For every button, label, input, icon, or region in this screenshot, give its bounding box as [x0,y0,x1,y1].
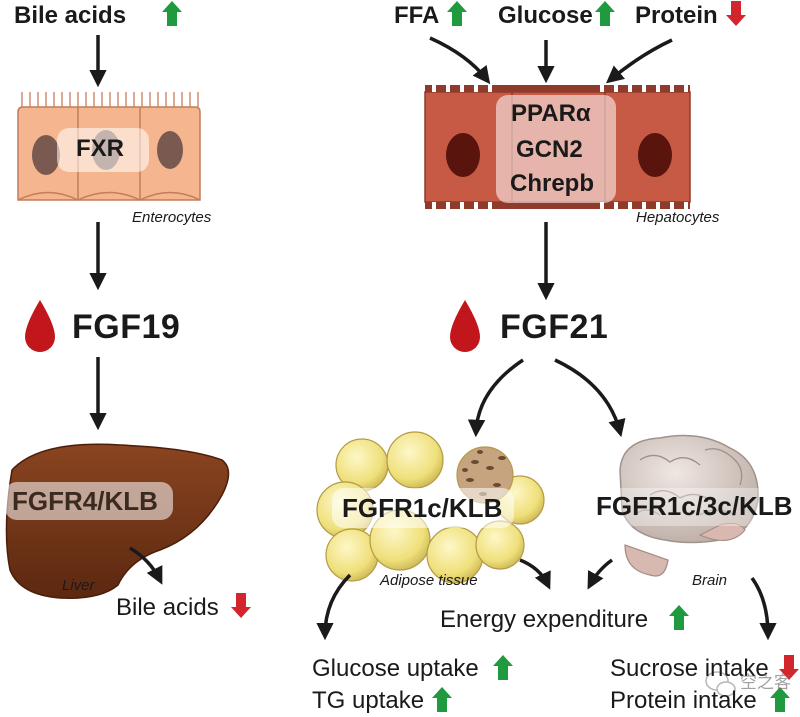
glucose-uptake-label: Glucose uptake [312,655,479,682]
bile-acids-output: Bile acids [116,594,219,621]
wechat-icon [705,671,736,697]
up-arrow-icon [595,1,615,26]
blood-drop-icon [25,300,55,352]
fgf19-label: FGF19 [72,308,181,346]
fgfr1c-klb-label: FGFR1c/KLB [342,493,503,523]
fgfr4-klb-label: FGFR4/KLB [12,486,158,516]
up-arrow-icon [770,687,790,712]
liver-label: Liver [62,577,95,594]
indicator-arrows [162,1,799,712]
liver-receptor-panel [5,482,173,520]
fxr-label: FXR [76,135,124,162]
fgfr1c-3c-klb-label: FGFR1c/3c/KLB [596,491,793,521]
factor-ppara: PPARα [511,100,591,127]
factor-gcn2: GCN2 [516,136,583,163]
up-arrow-icon [432,687,452,712]
up-arrow-icon [162,1,182,26]
blood-drop-icon [450,300,480,352]
hepatocyte-factor-panel [496,95,616,203]
flow-arrows [89,35,777,641]
fxr-panel [57,128,149,172]
liver-organ [5,443,230,599]
brain-label: Brain [692,572,728,589]
down-arrow-icon [726,1,746,26]
sucrose-intake-label: Sucrose intake [610,655,769,682]
up-arrow-icon [669,605,689,630]
energy-expenditure-label: Energy expenditure [440,606,649,633]
brain-receptor-panel [590,488,795,526]
tg-uptake-label: TG uptake [312,687,425,714]
bile-acids-input: Bile acids [14,2,127,29]
hepatocytes-label: Hepatocytes [636,209,720,226]
protein-intake-label: Protein intake [610,687,757,714]
down-arrow-icon [231,593,251,618]
watermark-text: 空之客 [740,673,791,692]
enterocytes-label: Enterocytes [132,209,212,226]
ffa-input: FFA [394,2,440,29]
down-arrow-icon [779,655,799,680]
up-arrow-icon [447,1,467,26]
factor-chrepb: Chrepb [510,170,594,197]
brain-organ [619,434,759,577]
adipose-tissue-label: Adipose tissue [380,572,478,589]
fgf21-label: FGF21 [500,308,609,346]
protein-input: Protein [635,2,718,29]
up-arrow-icon [493,655,513,680]
glucose-input: Glucose [498,2,593,29]
adipose-receptor-panel [332,488,514,528]
